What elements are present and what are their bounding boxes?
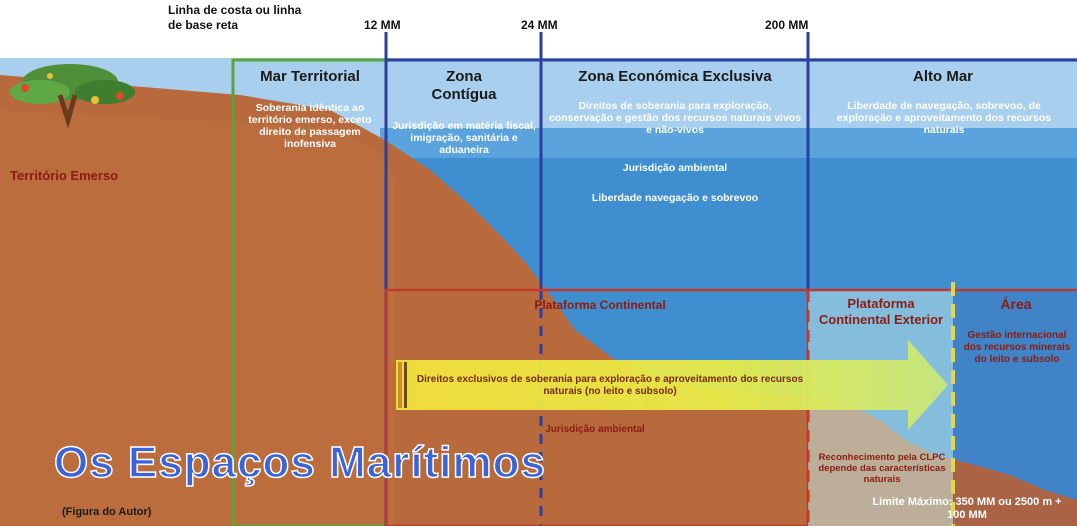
contiguous-zone-title: Zona Contígua	[431, 68, 497, 103]
eez-navigation: Liberdade navegação e sobrevoo	[591, 192, 759, 204]
shelf-environmental-label: Jurisdição ambiental	[545, 424, 645, 435]
limit-200mm-label: 200 MM	[765, 18, 809, 32]
territorial-sea-title: Mar Territorial	[260, 68, 360, 85]
land-territory-label: Território Emerso	[10, 168, 119, 183]
high-seas-title: Alto Mar	[913, 68, 973, 85]
limit-24mm-label: 24 MM	[521, 18, 558, 32]
sovereignty-arrow	[396, 340, 948, 430]
maximum-limit-label: Limite Máximo: 350 MM ou 2500 m + 100 MM	[872, 496, 1062, 521]
tree-icon	[10, 64, 135, 129]
territorial-sea-description: Soberania idêntica ao território emerso,…	[248, 102, 372, 150]
eez-environmental: Jurisdição ambiental	[622, 162, 728, 174]
eez-title: Zona Económica Exclusiva	[578, 68, 772, 85]
high-seas-description: Liberdade de navegação, sobrevoo, de exp…	[836, 100, 1052, 136]
sovereignty-arrow-text: Direitos exclusivos de soberania para ex…	[416, 374, 804, 397]
eez-description: Direitos de soberania para exploração, c…	[548, 100, 802, 136]
baseline-label: Linha de costa ou linha de base reta	[168, 3, 302, 32]
limit-12mm-label: 12 MM	[364, 18, 401, 32]
area-region	[953, 290, 1077, 526]
area-title: Área	[1000, 296, 1032, 312]
sea-surface	[380, 128, 1077, 158]
exterior-shelf-note: Reconhecimento pela CLPC depende das car…	[818, 452, 946, 485]
exterior-shelf-title: Plataforma Continental Exterior	[818, 296, 944, 327]
area-description: Gestão internacional dos recursos minera…	[963, 330, 1071, 365]
figure-credit: (Figura do Autor)	[62, 506, 152, 518]
contiguous-zone-description: Jurisdição em matéria fiscal, imigração,…	[392, 120, 536, 156]
continental-shelf-title: Plataforma Continental	[534, 298, 666, 312]
land-highlight	[0, 110, 395, 526]
main-title: Os Espaços Marítimos	[53, 437, 546, 488]
